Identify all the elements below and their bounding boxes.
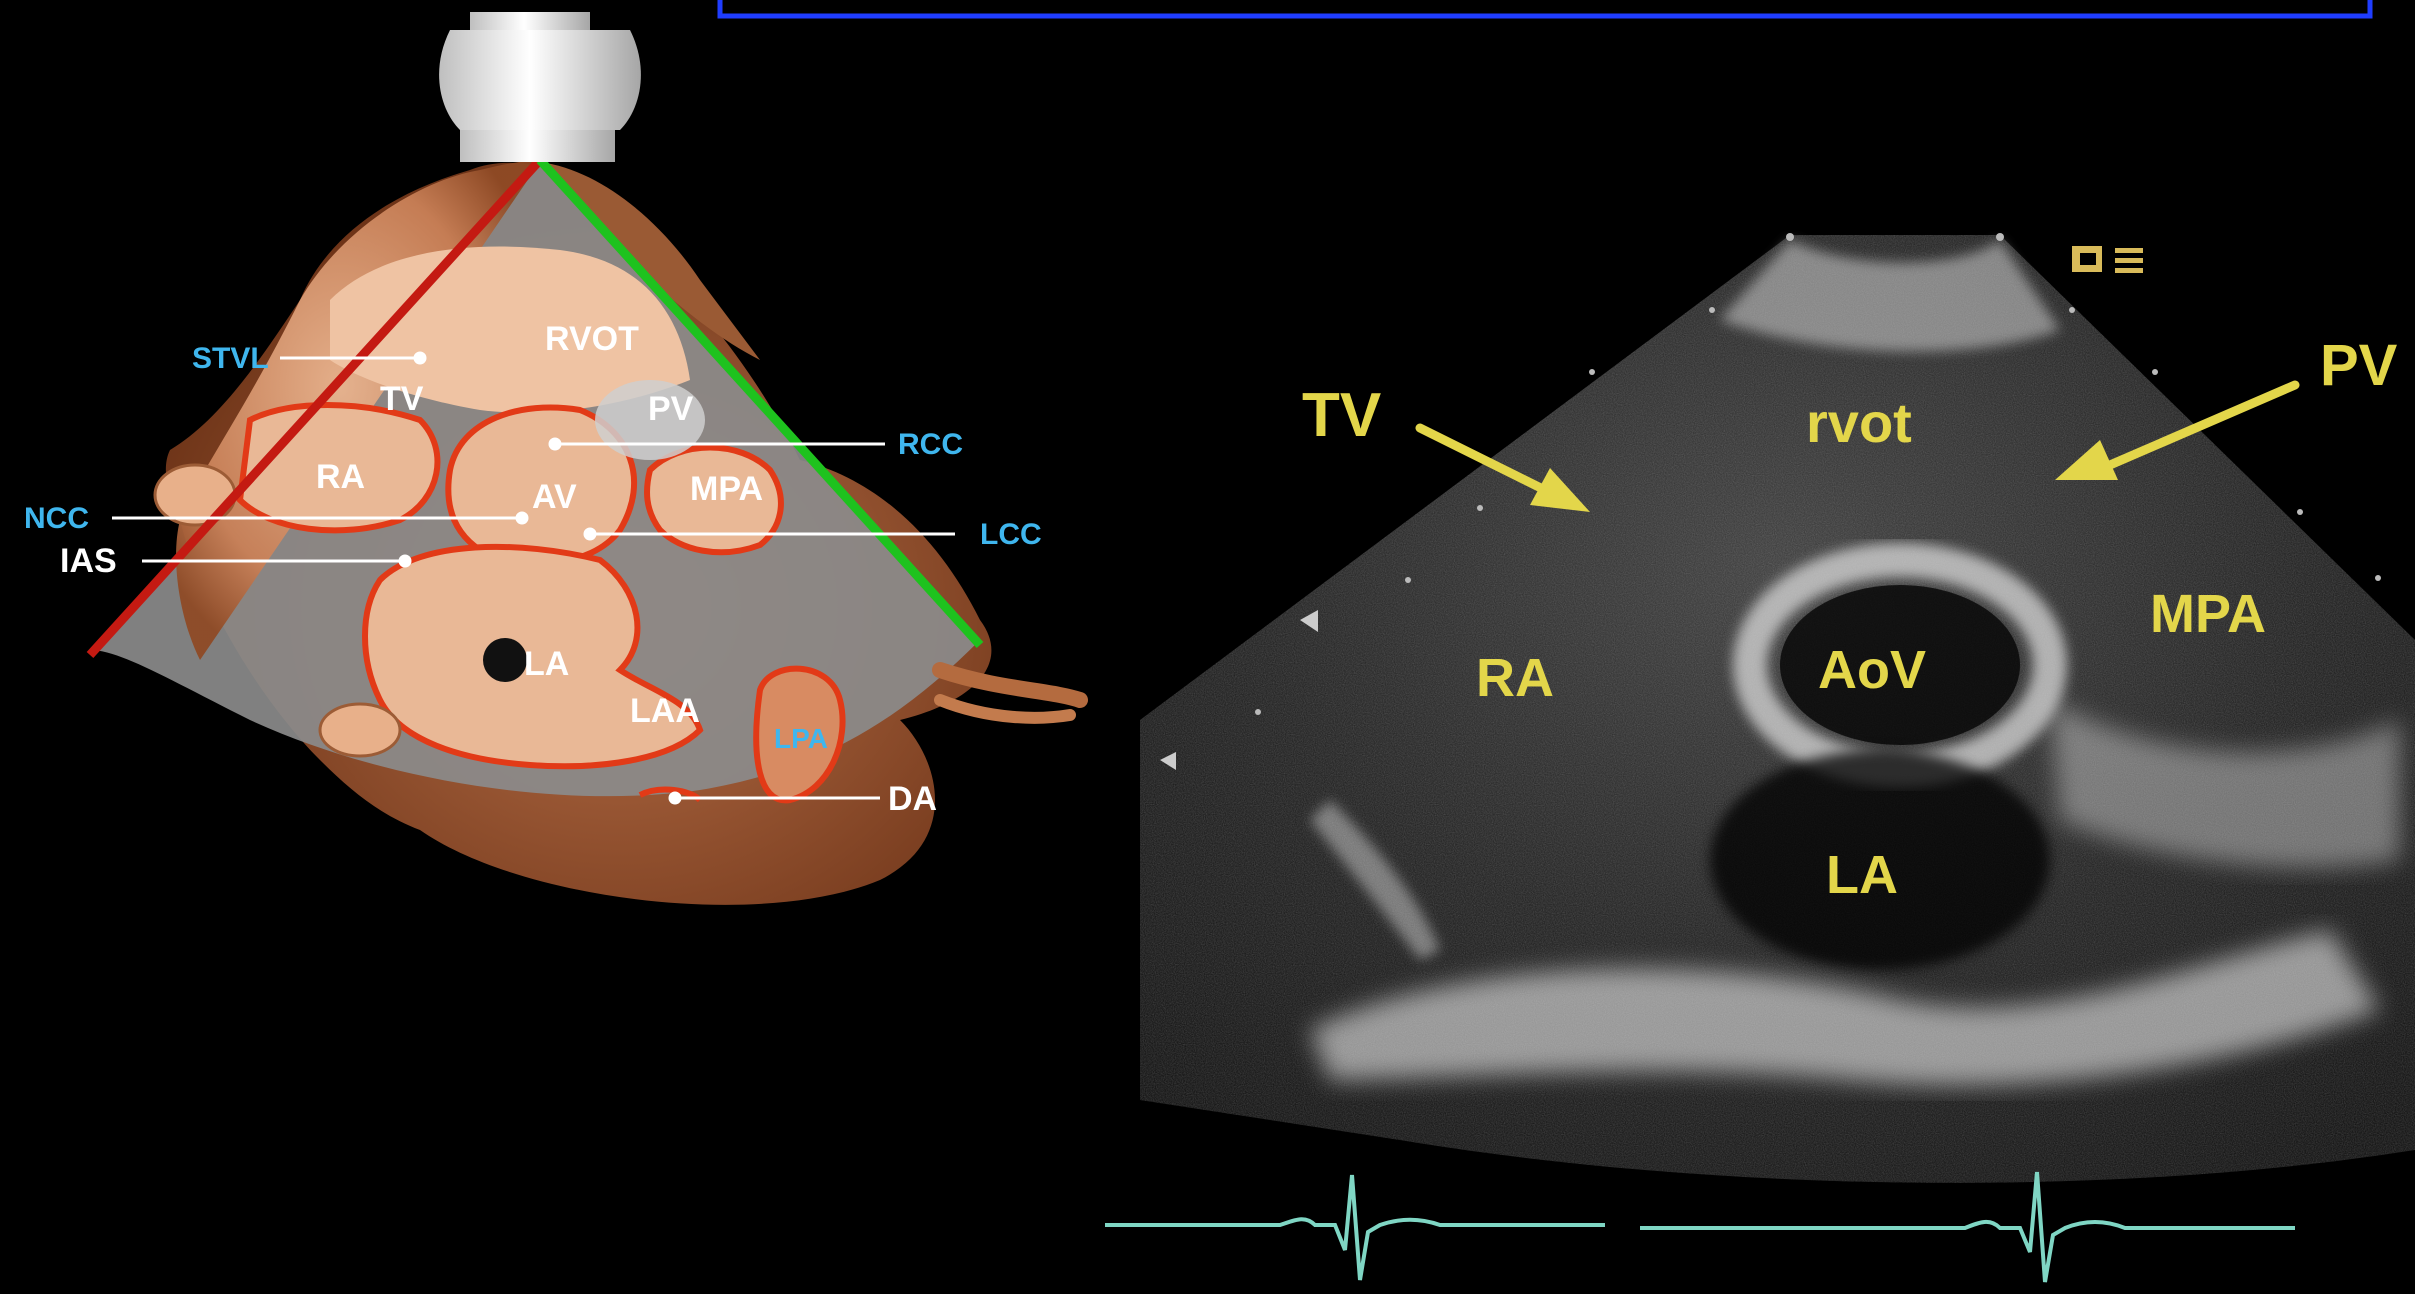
probe-orientation-icon (2072, 246, 2143, 273)
label-rvot: RVOT (545, 320, 639, 358)
echo-label-ra: RA (1476, 648, 1554, 708)
echo-label-tv: TV (1302, 381, 1381, 450)
vessel-stub-left (155, 465, 235, 525)
label-pv: PV (648, 390, 694, 428)
ecg-trace (1105, 1172, 2295, 1282)
label-lpa: LPA (774, 723, 828, 754)
callout-da: DA (888, 780, 937, 818)
label-ra: RA (316, 458, 365, 496)
label-mpa: MPA (690, 470, 763, 508)
callout-rcc: RCC (898, 428, 963, 461)
echo-label-la: LA (1826, 845, 1898, 905)
label-tv: TV (380, 380, 424, 418)
la-orifice (483, 638, 527, 682)
label-av: AV (532, 478, 577, 516)
label-laa: LAA (630, 692, 700, 730)
anatomy-diagram: RVOT TV PV RA AV MPA LA LAA LPA (24, 12, 1080, 905)
vessel-stub-lower (320, 704, 400, 756)
echo-image: TV PV rvot RA AoV MPA LA (1105, 233, 2415, 1282)
label-la: LA (524, 645, 569, 683)
callout-lcc: LCC (980, 518, 1042, 551)
callout-ias: IAS (60, 542, 117, 580)
vessel-tube-right-2 (940, 700, 1070, 718)
title-bar (720, 0, 2370, 16)
echo-label-pv: PV (2320, 333, 2398, 398)
echo-label-rvot: rvot (1806, 391, 1912, 454)
echo-label-aov: AoV (1818, 640, 1926, 700)
callout-ncc: NCC (24, 502, 89, 535)
echo-label-mpa: MPA (2150, 584, 2266, 644)
callout-stvl: STVL (192, 342, 269, 375)
probe-icon (439, 12, 641, 162)
